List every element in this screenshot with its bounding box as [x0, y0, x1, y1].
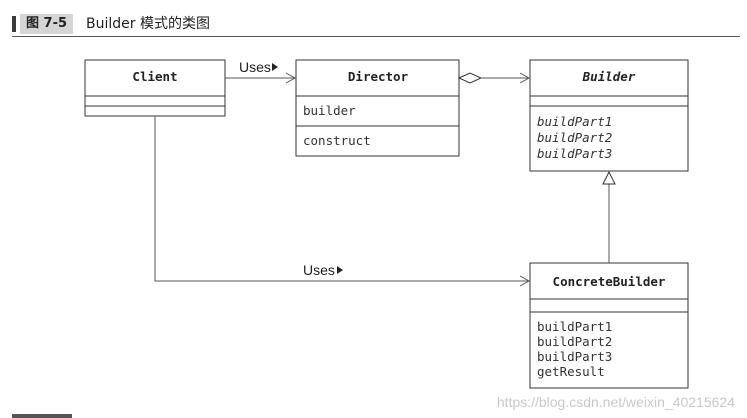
page-corner-mark	[12, 414, 72, 418]
builder-method: buildPart3	[537, 146, 612, 161]
hollow-triangle-icon	[602, 170, 616, 185]
concrete-builder-method: buildPart3	[537, 349, 612, 364]
class-concrete-builder-box	[529, 262, 689, 389]
builder-method: buildPart2	[537, 130, 612, 145]
class-builder: Builder buildPart1 buildPart2 buildPart3	[529, 59, 689, 172]
concrete-builder-method: getResult	[537, 364, 605, 379]
relation-generalization	[602, 170, 616, 263]
uses-label: Uses	[239, 59, 271, 75]
aggregation-diamond-icon	[457, 72, 483, 84]
class-concrete-builder: ConcreteBuilder buildPart1 buildPart2 bu…	[529, 262, 689, 389]
concrete-builder-method: buildPart1	[537, 319, 612, 334]
direction-triangle-icon	[337, 266, 343, 274]
class-client: Client	[84, 59, 226, 117]
class-concrete-builder-name: ConcreteBuilder	[553, 274, 666, 289]
open-arrowhead	[285, 72, 297, 84]
concrete-builder-method: buildPart2	[537, 334, 612, 349]
class-builder-name: Builder	[582, 69, 636, 84]
association-line	[154, 116, 528, 282]
builder-method: buildPart1	[537, 114, 612, 129]
figure-title: Builder 模式的类图	[86, 16, 210, 32]
uses-label: Uses	[303, 262, 335, 278]
class-director: Director builder construct	[295, 59, 460, 157]
figure-number: 图 7-5	[20, 14, 74, 34]
class-client-name: Client	[132, 69, 177, 84]
direction-triangle-icon	[272, 63, 278, 71]
director-field-builder: builder	[303, 103, 356, 118]
figure-header: 图 7-5 Builder 模式的类图	[12, 13, 740, 37]
class-client-box	[84, 59, 226, 117]
class-builder-box	[529, 59, 689, 172]
director-method-construct: construct	[303, 133, 371, 148]
class-director-name: Director	[348, 69, 409, 84]
relation-director-aggregates-builder	[457, 72, 531, 84]
open-arrowhead	[519, 275, 531, 287]
watermark-url: https://blog.csdn.net/weixin_40215624	[496, 394, 735, 410]
class-director-box	[295, 59, 460, 157]
relation-client-uses-director: Uses	[225, 59, 297, 84]
relation-client-uses-concrete-builder: Uses	[154, 116, 531, 287]
open-arrowhead	[519, 72, 531, 84]
figure-marker	[12, 16, 16, 32]
figure-rule	[12, 36, 740, 37]
